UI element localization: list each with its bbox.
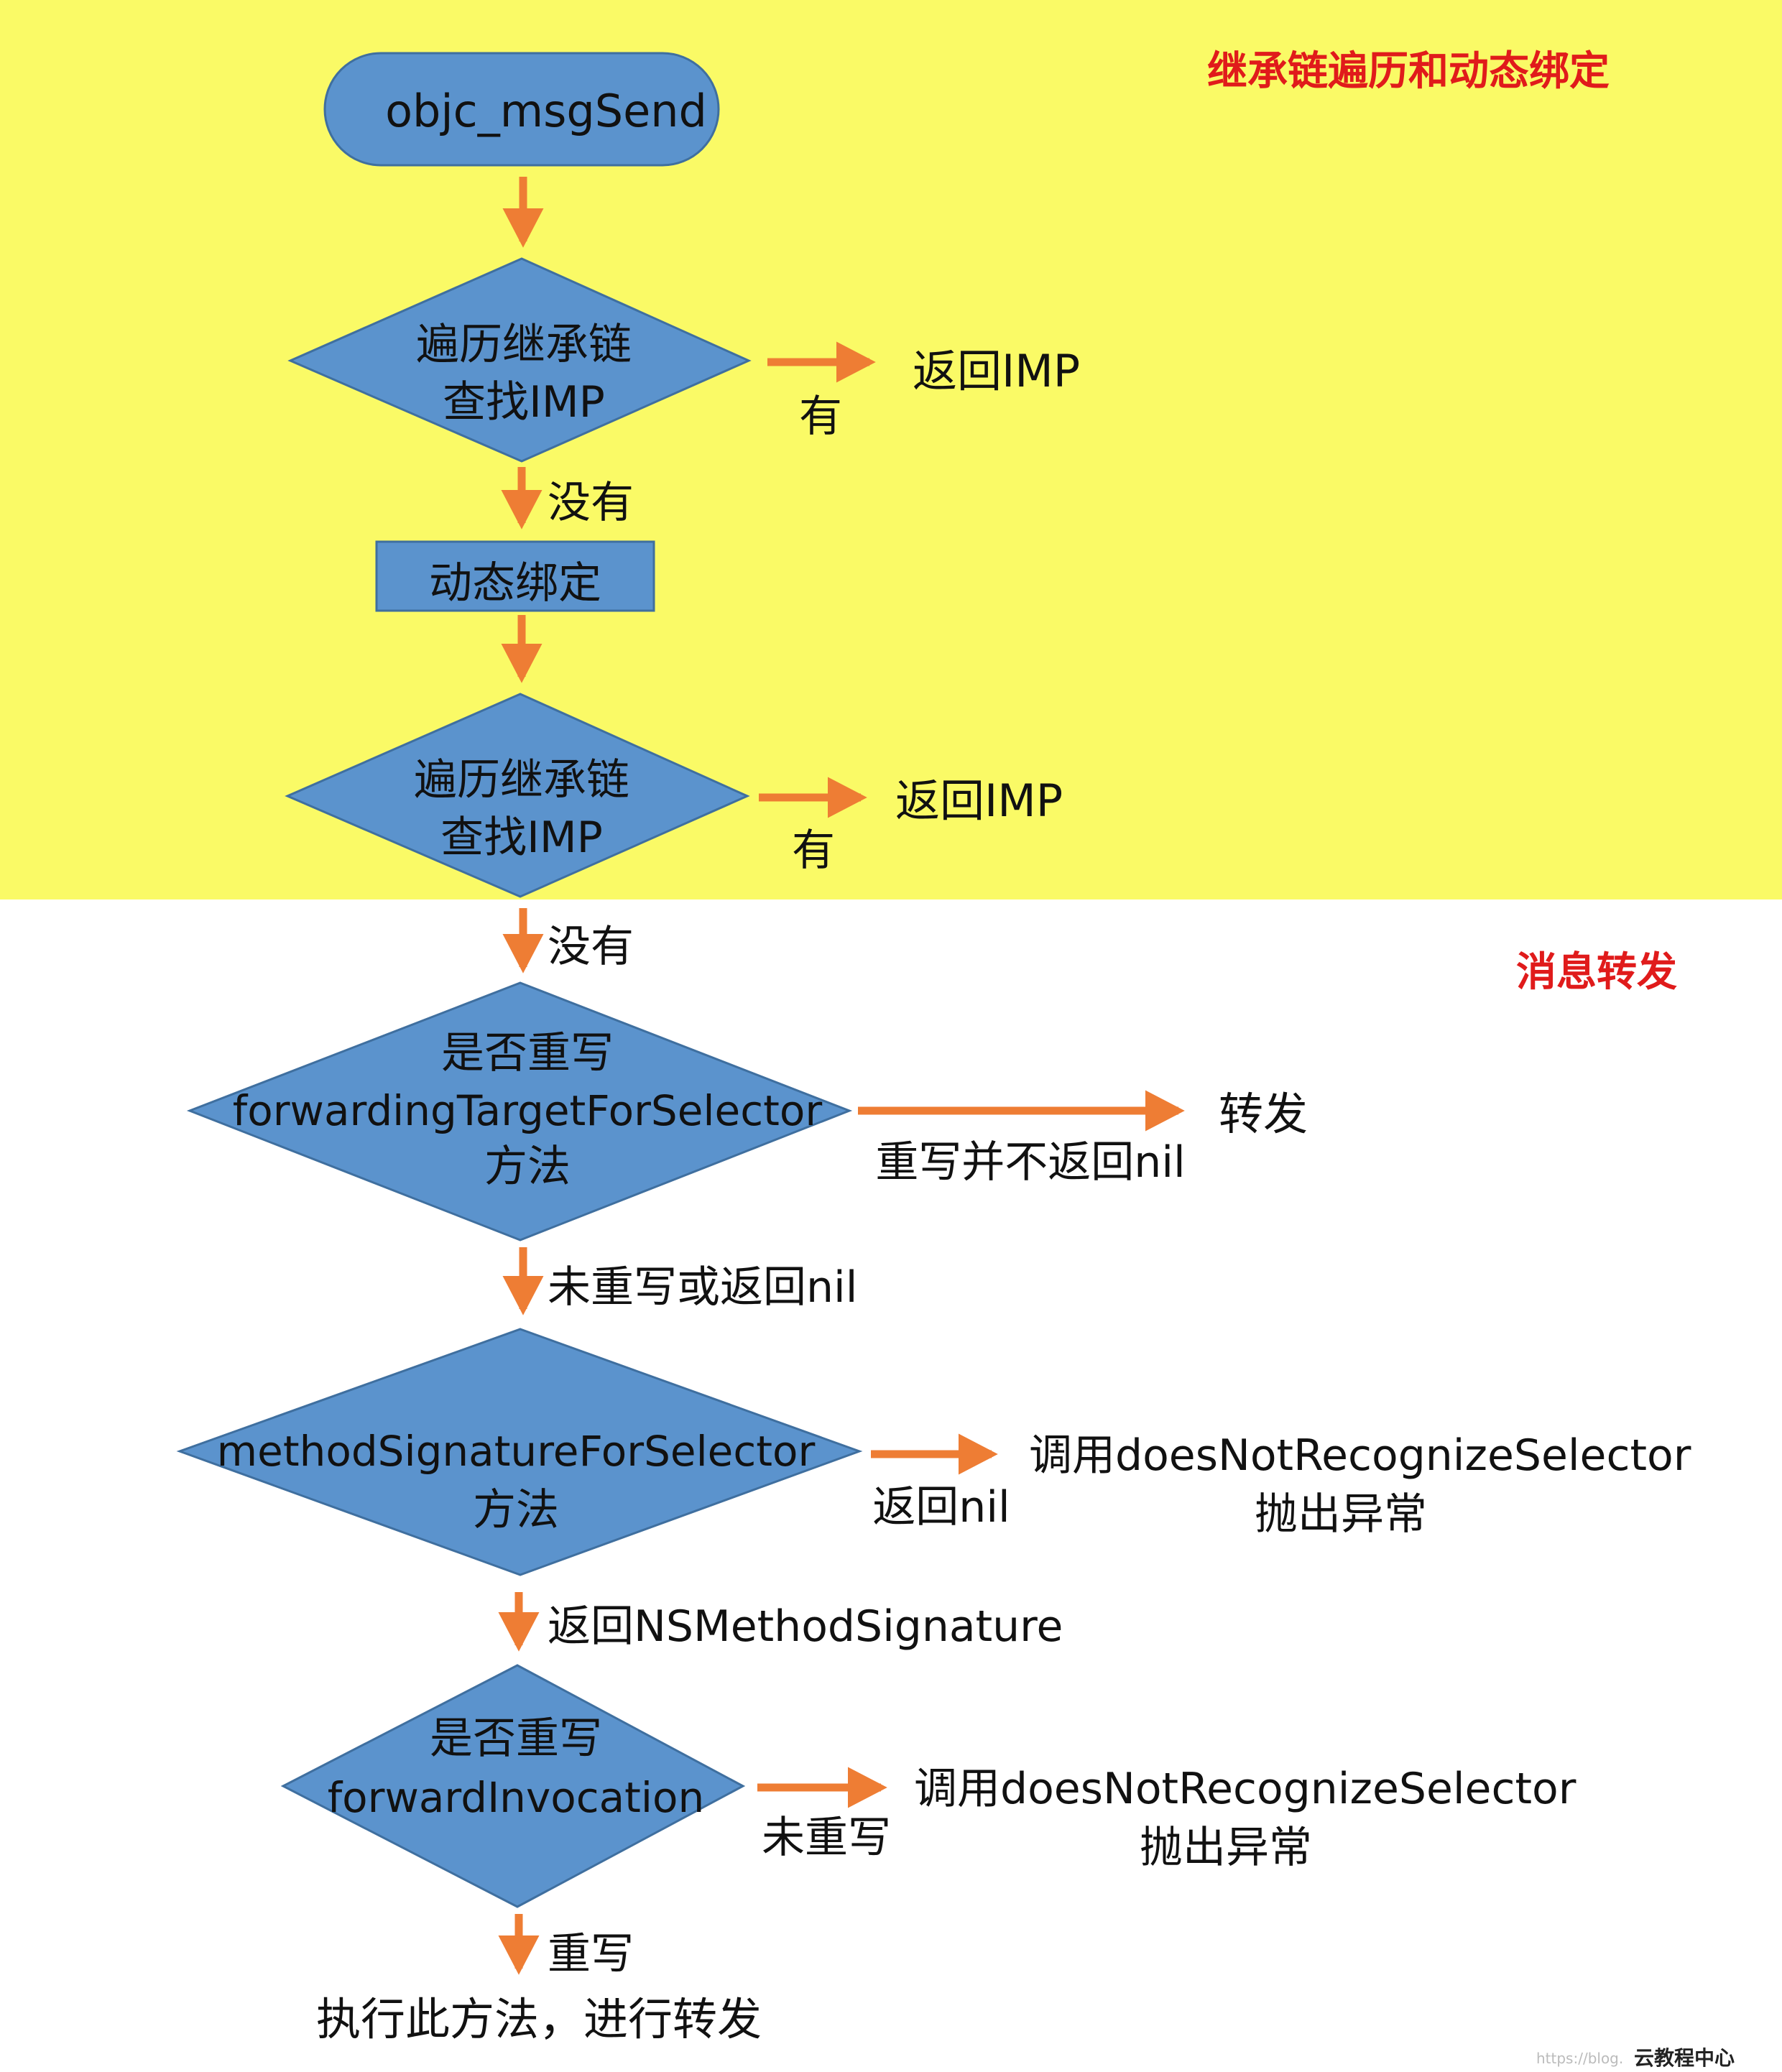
result-exception-2-line1: 调用doesNotRecognizeSelector [914, 1764, 1576, 1814]
edge-label-has-2: 有 [792, 825, 835, 876]
method-signature-diamond [176, 1328, 863, 1576]
forwarding-target-line1: 是否重写 [441, 1028, 614, 1078]
method-signature-line2: 方法 [473, 1485, 559, 1535]
forward-invocation-line1: 是否重写 [430, 1713, 602, 1764]
edge-label-has-1: 有 [799, 392, 842, 442]
section-title-inheritance: 继承链遍历和动态绑定 [1207, 48, 1610, 95]
edge-label-none-2: 没有 [548, 922, 634, 972]
final-action-label: 执行此方法，进行转发 [316, 1993, 762, 2045]
section-title-forwarding: 消息转发 [1516, 949, 1677, 996]
result-return-imp-1: 返回IMP [913, 345, 1080, 397]
lookup-diamond-1 [287, 257, 752, 463]
lookup-2-line2: 查找IMP [440, 813, 603, 863]
edge-label-returns-nil: 返回nil [872, 1482, 1010, 1532]
result-forward: 转发 [1219, 1088, 1308, 1140]
forward-invocation-diamond [280, 1664, 746, 1908]
edge-label-none-1: 没有 [548, 478, 634, 528]
watermark-site: 云教程中心 [1634, 2046, 1735, 2070]
result-exception-1-line1: 调用doesNotRecognizeSelector [1029, 1430, 1691, 1481]
lookup-1-line1: 遍历继承链 [416, 320, 632, 370]
forwarding-target-line2: forwardingTargetForSelector [233, 1086, 823, 1135]
edge-label-overridden-not-nil: 重写并不返回nil [875, 1137, 1185, 1188]
inheritance-section-bg [0, 0, 1782, 899]
watermark-url: https://blog. [1536, 2050, 1623, 2067]
lookup-2-line1: 遍历继承链 [414, 755, 629, 805]
edge-label-returns-signature: 返回NSMethodSignature [548, 1601, 1063, 1652]
edge-label-overridden: 重写 [548, 1929, 634, 1979]
result-return-imp-2: 返回IMP [895, 774, 1063, 827]
forwarding-target-line3: 方法 [484, 1142, 571, 1192]
edge-label-not-overridden: 未重写 [762, 1813, 891, 1863]
forward-invocation-line2: forwardInvocation [328, 1773, 705, 1822]
edge-label-not-overridden-or-nil: 未重写或返回nil [548, 1262, 857, 1313]
start-node-label: objc_msgSend [385, 85, 707, 137]
start-node [323, 52, 720, 167]
result-exception-2-line2: 抛出异常 [1140, 1823, 1312, 1873]
method-signature-line1: methodSignatureForSelector [217, 1427, 816, 1476]
result-exception-1-line2: 抛出异常 [1255, 1489, 1427, 1540]
lookup-diamond-2 [285, 693, 750, 898]
lookup-1-line2: 查找IMP [443, 377, 605, 427]
dynamic-binding-label: 动态绑定 [429, 558, 601, 609]
dynamic-binding-node [375, 540, 655, 612]
forwarding-target-diamond [186, 981, 853, 1241]
